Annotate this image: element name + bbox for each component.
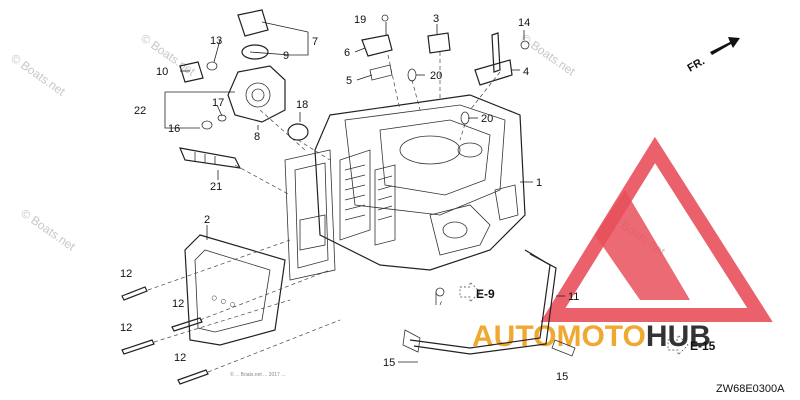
watermark: © Boats.net xyxy=(18,206,78,254)
callout-7: 7 xyxy=(312,36,318,48)
diagram-code: ZW68E0300A xyxy=(716,383,785,395)
callout-8: 8 xyxy=(254,131,260,143)
logo-inner-mark xyxy=(595,190,690,300)
callout-10: 10 xyxy=(156,66,168,78)
callout-9: 9 xyxy=(283,50,289,62)
watermark: © Boats.net xyxy=(8,51,68,99)
reference-e15: E-15 xyxy=(667,334,716,356)
fr-arrow-icon xyxy=(710,37,740,55)
svg-text:○ ○ ○: ○ ○ ○ xyxy=(209,292,238,312)
flange-bolts xyxy=(121,286,209,385)
callout-12: 12 xyxy=(120,268,132,280)
callout-12: 12 xyxy=(174,352,186,364)
breather-pipe xyxy=(402,249,576,357)
logo-text-moto: MOTO xyxy=(556,320,645,353)
callout-20: 20 xyxy=(481,113,493,125)
brand-logo: AUTOMOTOHUB xyxy=(472,136,773,353)
thermostat-assembly xyxy=(179,9,309,169)
logo-text-hub: HUB xyxy=(646,320,711,353)
callout-3: 3 xyxy=(433,13,439,25)
callout-18: 18 xyxy=(296,99,308,111)
rocker-parts xyxy=(361,14,530,125)
callout-15: 15 xyxy=(383,357,395,369)
callout-12: 12 xyxy=(120,322,132,334)
copyright-text: © ... Boats.net ... 2017 ... xyxy=(230,371,285,378)
callout-16: 16 xyxy=(168,123,180,135)
leader-lines xyxy=(164,21,565,363)
fr-label: FR. xyxy=(686,55,707,74)
callout-19: 19 xyxy=(354,14,366,26)
assembly-dash-lines xyxy=(147,52,501,373)
cylinder-head-cover: ○ ○ ○ xyxy=(184,149,336,346)
callout-13: 13 xyxy=(210,35,222,47)
callout-22: 22 xyxy=(134,105,146,117)
callout-17: 17 xyxy=(212,97,224,109)
watermark: © Boats.net xyxy=(138,31,198,79)
callout-4: 4 xyxy=(523,66,529,78)
callout-20: 20 xyxy=(430,70,442,82)
callout-5: 5 xyxy=(346,75,352,87)
callout-14: 14 xyxy=(518,17,530,29)
reference-e9: E-9 xyxy=(459,281,495,303)
callout-21: 21 xyxy=(210,181,222,193)
front-direction-arrow: FR. xyxy=(686,37,740,75)
callout-15: 15 xyxy=(556,371,568,383)
callout-6: 6 xyxy=(344,47,350,59)
ref-e15-label: E-15 xyxy=(690,339,716,353)
callout-2: 2 xyxy=(204,214,210,226)
logo-text-auto: AUTO xyxy=(472,320,556,353)
callout-1: 1 xyxy=(536,177,542,189)
ref-e9-label: E-9 xyxy=(476,287,495,301)
callout-12: 12 xyxy=(172,298,184,310)
callout-11: 11 xyxy=(568,291,579,303)
svg-text:AUTOMOTOHUB: AUTOMOTOHUB xyxy=(472,320,711,353)
cylinder-head-block xyxy=(314,94,526,271)
